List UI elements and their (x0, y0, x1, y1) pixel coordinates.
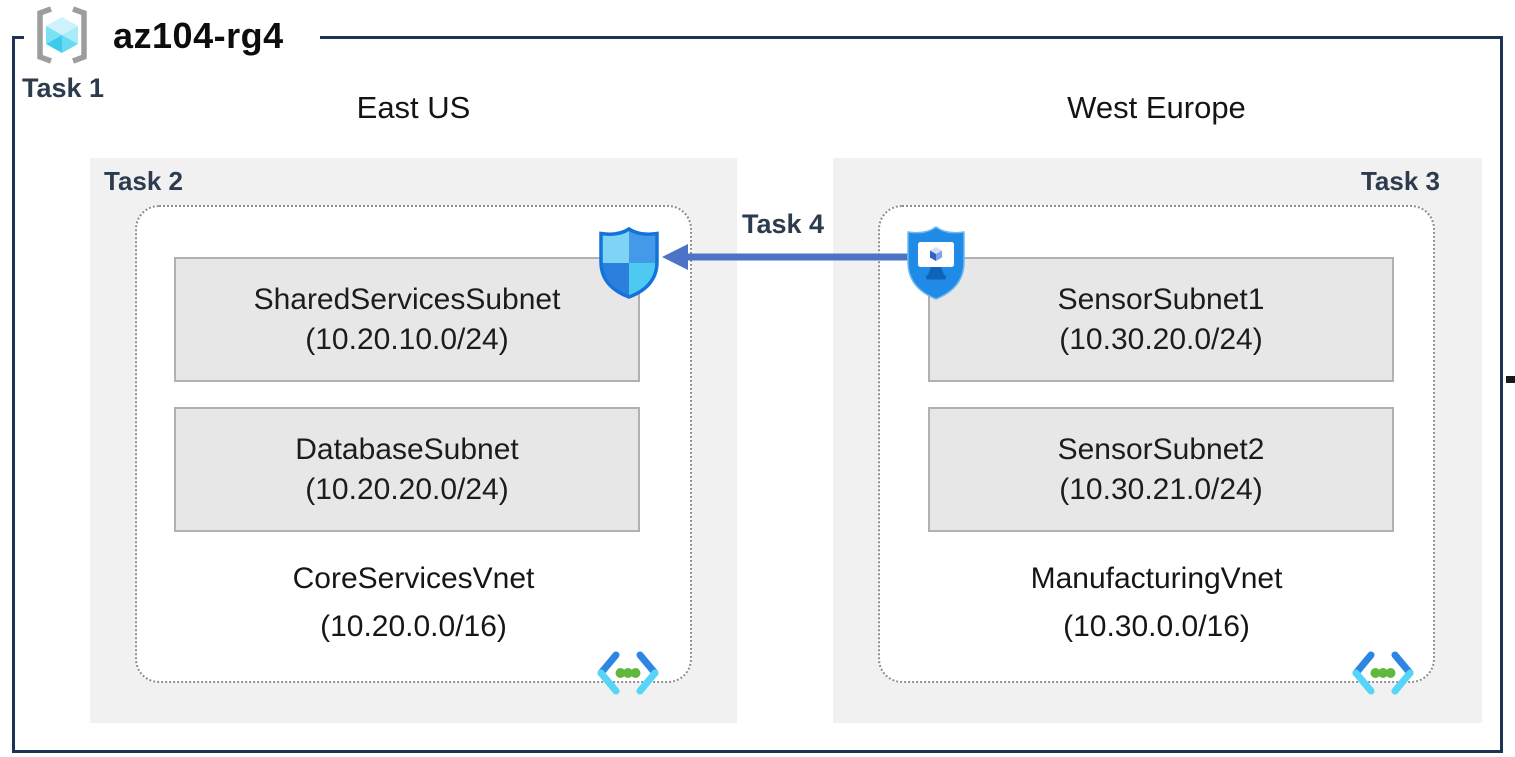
vnet-label-coreservices: CoreServicesVnet (10.20.0.0/16) (137, 555, 690, 651)
vnet-cidr: (10.20.0.0/16) (320, 610, 507, 643)
subnet-name: SensorSubnet1 (1057, 282, 1265, 316)
subnet-cidr: (10.20.10.0/24) (305, 322, 509, 356)
resource-group-boundary (12, 36, 1503, 753)
task-2-label: Task 2 (104, 166, 184, 196)
vnet-boundary-manufacturing: SensorSubnet1 (10.30.20.0/24) SensorSubn… (878, 205, 1435, 695)
subnet-cidr: (10.30.20.0/24) (1059, 322, 1263, 356)
subnet-name: SharedServicesSubnet (253, 282, 561, 316)
title-gap-cover (24, 30, 320, 44)
task-1-label: Task 1 (22, 73, 105, 103)
vnet-label-manufacturing: ManufacturingVnet (10.30.0.0/16) (880, 555, 1433, 651)
subnet-box-database: DatabaseSubnet (10.20.20.0/24) (174, 407, 640, 532)
task-3-label: Task 3 (1360, 166, 1440, 196)
task-4-label: Task 4 (741, 209, 825, 239)
edge-dash-mark (1506, 376, 1515, 383)
subnet-box-sharedservices: SharedServicesSubnet (10.20.10.0/24) (174, 257, 640, 382)
virtual-network-icon (1352, 651, 1414, 695)
region-title-west-europe: West Europe (1067, 90, 1246, 125)
security-shield-icon (599, 226, 659, 299)
vnet-cidr: (10.30.0.0/16) (1063, 610, 1250, 643)
resource-group-icon (37, 6, 87, 64)
subnet-cidr: (10.20.20.0/24) (305, 472, 509, 506)
vnet-boundary-coreservices: SharedServicesSubnet (10.20.10.0/24) Dat… (135, 205, 692, 695)
vnet-name: ManufacturingVnet (1030, 562, 1283, 595)
subnet-name: DatabaseSubnet (295, 432, 519, 466)
bastion-icon (907, 226, 965, 300)
subnet-box-sensor2: SensorSubnet2 (10.30.21.0/24) (928, 407, 1394, 532)
subnet-cidr: (10.30.21.0/24) (1059, 472, 1263, 506)
resource-group-name: az104-rg4 (113, 15, 284, 56)
region-title-east-us: East US (356, 90, 471, 125)
vnet-name: CoreServicesVnet (292, 562, 535, 595)
virtual-network-icon (597, 651, 659, 695)
subnet-box-sensor1: SensorSubnet1 (10.30.20.0/24) (928, 257, 1394, 382)
subnet-name: SensorSubnet2 (1057, 432, 1265, 466)
